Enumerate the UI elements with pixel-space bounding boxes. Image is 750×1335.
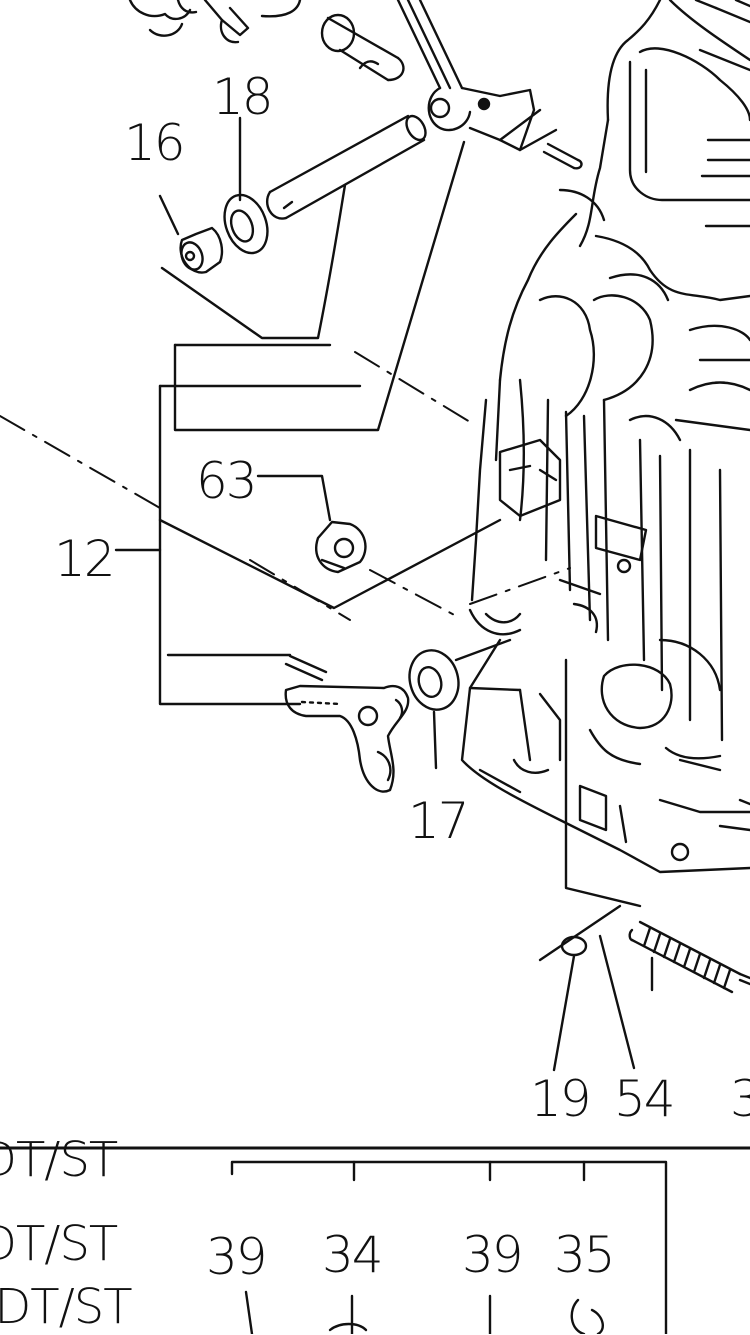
callout-18: 18	[212, 68, 274, 126]
washer-17	[408, 638, 512, 770]
callout-35: 35	[554, 1226, 616, 1284]
legend-line-2: DT/ST	[0, 1216, 118, 1272]
knob-63	[256, 474, 367, 574]
lower-leaders	[538, 658, 750, 1072]
legend-line-1: DT/ST	[0, 1132, 118, 1188]
spring	[628, 920, 750, 994]
top-pin	[320, 13, 405, 82]
legend-line-3: -DT/ST	[0, 1279, 133, 1335]
callout-63: 63	[196, 452, 258, 510]
callout-16: 16	[124, 114, 186, 172]
callout-34: 34	[322, 1226, 384, 1284]
callout-19: 19	[530, 1070, 592, 1128]
assembly-bracket-12	[114, 140, 502, 706]
small-dowel	[542, 142, 583, 170]
callout-17: 17	[408, 792, 470, 850]
callout-3: 3	[730, 1070, 750, 1128]
callout-12: 12	[54, 530, 116, 588]
lever-arm	[284, 654, 410, 793]
washer-18	[223, 116, 269, 255]
legend-bracket	[230, 1160, 668, 1334]
upper-link-arm	[396, 0, 558, 152]
dash-dot-axis	[0, 351, 571, 621]
engine-block	[460, 0, 750, 874]
callout-39-left: 39	[206, 1228, 268, 1286]
callout-54: 54	[614, 1070, 676, 1128]
bushing-16	[158, 194, 224, 274]
callout-39-right: 39	[462, 1226, 524, 1284]
top-left-parts	[128, 0, 302, 44]
long-pin	[265, 114, 427, 220]
